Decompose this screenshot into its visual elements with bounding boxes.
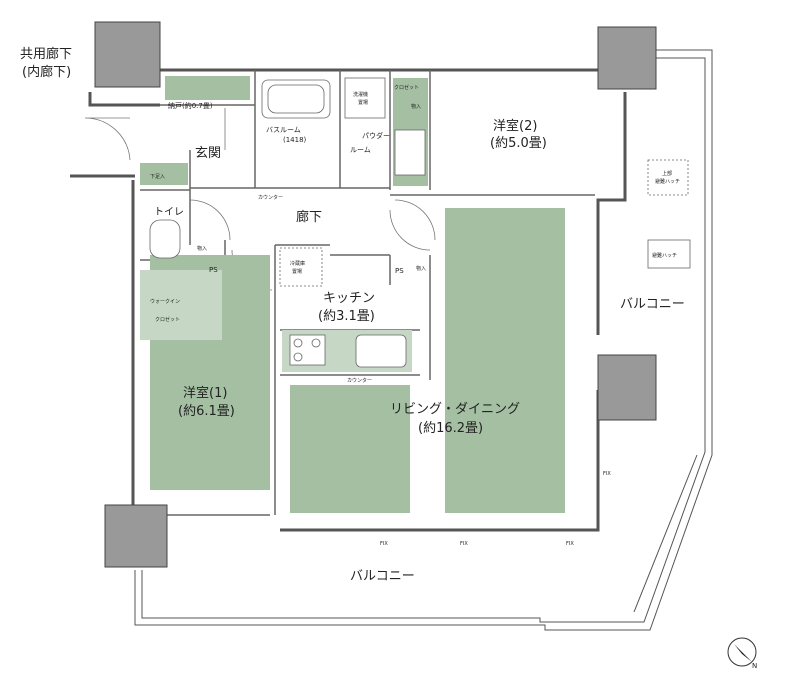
kitchen-size: (約3.1畳) [318, 309, 375, 324]
north-compass-icon: N [727, 637, 757, 670]
western1-size: (約6.1畳) [178, 404, 235, 419]
columns [94, 21, 657, 568]
living-name: リビング・ダイニング [390, 402, 520, 417]
counter-top-label: カウンター [258, 194, 283, 201]
laundry-label-1: 洗濯機 [353, 91, 368, 98]
closet-top-label: クロゼット [394, 84, 419, 91]
western1-name: 洋室(1) [183, 385, 227, 401]
fix-label: FIX [380, 541, 388, 547]
shoe-storage-label: 下足入 [150, 174, 165, 180]
walkin-line1: ウォークイン [150, 298, 180, 305]
powder-room-1: パウダー [362, 131, 390, 140]
living-size: (約16.2畳) [418, 421, 483, 436]
corridor-label: 廊下 [296, 209, 322, 225]
upper-hatch-line2: 避難ハッチ [655, 178, 680, 185]
ps2-label: PS [395, 267, 404, 275]
room-fills [140, 76, 565, 513]
western2-size: (約5.0畳) [490, 136, 547, 151]
evac-hatch-label: 避難ハッチ [652, 252, 677, 259]
fix-label: FIX [566, 541, 574, 547]
bathroom-label: バスルーム [266, 126, 301, 134]
toilet-storage-label: 物入 [197, 245, 207, 252]
fix-label: FIX [460, 541, 468, 547]
entrance-label: 玄関 [195, 146, 221, 161]
bathroom-size: (1418) [283, 136, 307, 144]
fridge-line1: 冷蔵庫 [290, 260, 305, 267]
western2-name: 洋室(2) [493, 118, 537, 134]
balcony-right-label: バルコニー [620, 297, 685, 312]
common-corridor-line2: (内廊下) [22, 64, 71, 80]
walkin-line2: クロゼット [155, 316, 180, 323]
balcony-outline [134, 49, 713, 631]
storage-kitchen-label: 物入 [416, 265, 426, 272]
common-corridor-line1: 共用廊下 [20, 46, 72, 62]
powder-room-2: ルーム [350, 146, 371, 154]
storage-top-label: 物入 [411, 103, 421, 110]
toilet-label: トイレ [154, 207, 184, 218]
ps1-label: PS [209, 266, 218, 274]
laundry-label-2: 置場 [358, 99, 368, 106]
upper-hatch-line1: 上部 [662, 170, 672, 177]
fix-label: FIX [603, 471, 611, 477]
storage-label: 納戸(約0.7畳) [168, 101, 213, 110]
fridge-line2: 置場 [292, 268, 302, 275]
balcony-bottom-label: バルコニー [350, 569, 415, 584]
svg-text:N: N [752, 662, 757, 670]
kitchen-name: キッチン [323, 291, 375, 306]
counter-kitchen-label: カウンター [347, 377, 372, 384]
fixtures [149, 77, 691, 368]
walls [70, 68, 627, 532]
